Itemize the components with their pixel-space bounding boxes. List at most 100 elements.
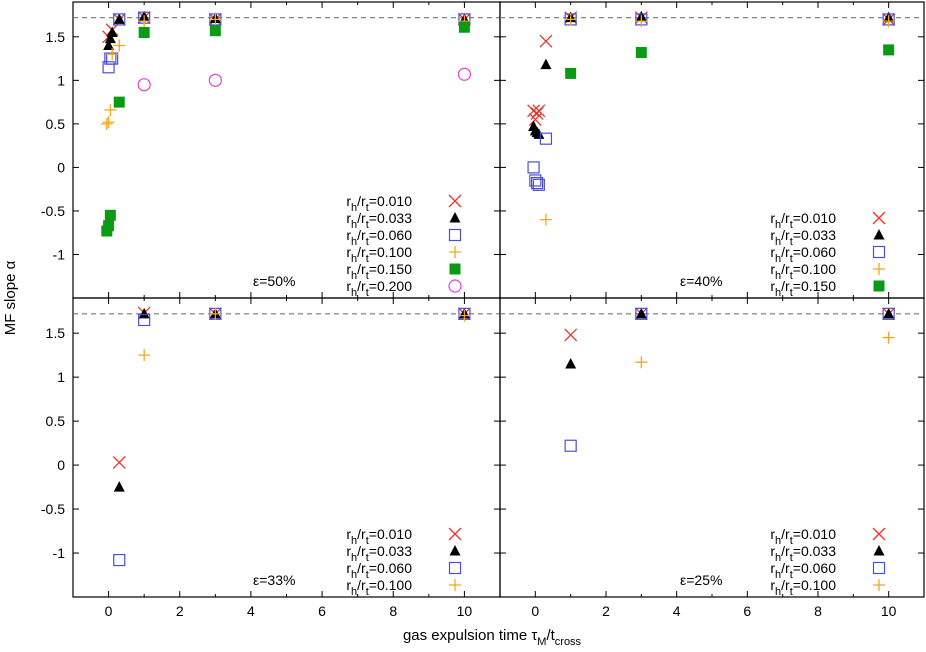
legend-slash: /r (357, 526, 366, 542)
legend-sub: h (775, 287, 781, 299)
legend-value: =0.033 (369, 543, 412, 559)
data-point (102, 116, 115, 129)
y-tick-label: 1.5 (46, 325, 66, 341)
legend-entry-label: rh/rt=0.060 (346, 227, 412, 248)
data-point (100, 117, 113, 130)
y-axis-label: MF slope α (2, 260, 19, 335)
legend-entry-label: rh/rt=0.033 (346, 210, 412, 231)
data-point (635, 307, 647, 319)
legend-sub: t (366, 586, 369, 598)
legend-sub: h (351, 253, 357, 265)
legend-sub: t (790, 586, 793, 598)
legend-slash: /r (781, 560, 790, 576)
legend-slash: /r (781, 210, 790, 226)
legend-slash: /r (357, 261, 366, 277)
legend-entry-label: rh/rt=0.010 (770, 210, 836, 231)
legend-r: r (346, 526, 351, 542)
data-point (104, 209, 116, 221)
data-point (883, 307, 895, 319)
legend-sub: h (351, 586, 357, 598)
x-label-main: gas expulsion time τ (403, 627, 537, 644)
legend-r: r (346, 227, 351, 243)
data-point (564, 13, 577, 26)
legend-sub: h (775, 270, 781, 282)
legend-slash: /r (781, 261, 790, 277)
legend-value: =0.100 (369, 244, 412, 260)
legend-value: =0.150 (793, 278, 836, 294)
data-point (635, 46, 647, 58)
legend-r: r (346, 543, 351, 559)
legend-r: r (770, 261, 775, 277)
legend-value: =0.033 (793, 543, 836, 559)
legend-sub: h (351, 219, 357, 231)
legend-marker (448, 561, 462, 575)
data-point (209, 25, 221, 37)
legend-sub: t (790, 535, 793, 547)
data-point (529, 174, 542, 187)
legend-slash: /r (357, 278, 366, 294)
x-label-sub: cross (555, 636, 582, 647)
data-point (113, 96, 125, 108)
x-tick-label: 6 (743, 603, 751, 619)
legend-entry-label: rh/rt=0.010 (346, 193, 412, 214)
legend-sub: h (351, 236, 357, 248)
legend-r: r (346, 577, 351, 593)
legend-sub: h (775, 219, 781, 231)
legend-entry-label: rh/rt=0.033 (770, 543, 836, 564)
data-point (138, 313, 151, 327)
y-tick-label: 0 (57, 159, 65, 175)
data-point (540, 58, 552, 70)
y-tick-label: 0.5 (46, 413, 66, 429)
panel-frame (72, 297, 501, 598)
panel-annotation: ε=33% (253, 572, 295, 588)
x-label-sub: M (537, 636, 546, 647)
panel-top-left: -1-0.500.511.5rh/rt=0.010rh/rt=0.033rh/r… (41, 1, 501, 299)
legend-marker (872, 245, 886, 259)
data-point (137, 78, 151, 92)
data-point (564, 328, 578, 342)
data-point (138, 15, 151, 28)
legend-entry-label: rh/rt=0.033 (770, 227, 836, 248)
legend-sub: t (366, 552, 369, 564)
panel-frame (72, 1, 501, 299)
x-tick-label: 6 (318, 603, 326, 619)
legend-slash: /r (781, 227, 790, 243)
legend-entry-label: rh/rt=0.100 (770, 577, 836, 598)
legend-value: =0.200 (369, 278, 412, 294)
legend-marker (873, 280, 885, 292)
y-tick-label: -0.5 (41, 501, 65, 517)
data-point (882, 15, 895, 28)
x-tick-label: 8 (389, 603, 397, 619)
y-tick-label: 1 (57, 72, 65, 88)
legend-slash: /r (781, 244, 790, 260)
legend-r: r (346, 244, 351, 260)
legend-entry-label: rh/rt=0.100 (770, 261, 836, 282)
legend-value: =0.010 (793, 210, 836, 226)
legend-value: =0.100 (369, 577, 412, 593)
legend-entry-label: rh/rt=0.060 (346, 560, 412, 581)
data-point (635, 15, 648, 28)
legend-r: r (770, 210, 775, 226)
legend-sub: t (366, 253, 369, 265)
data-point (532, 104, 546, 118)
legend-marker (872, 561, 886, 575)
legend-r: r (346, 261, 351, 277)
legend-slash: /r (357, 577, 366, 593)
legend-sub: t (790, 287, 793, 299)
legend-entry-label: rh/rt=0.033 (346, 543, 412, 564)
legend-entry-label: rh/rt=0.150 (770, 278, 836, 299)
y-tick-label: 1 (57, 369, 65, 385)
x-tick-label: 2 (602, 603, 610, 619)
data-point (530, 176, 544, 190)
data-point (106, 26, 118, 37)
y-tick-label: -0.5 (41, 203, 65, 219)
legend-marker (872, 527, 886, 541)
legend-sub: t (790, 253, 793, 265)
data-point (103, 39, 115, 51)
legend-slash: /r (781, 577, 790, 593)
legend-r: r (770, 227, 775, 243)
legend-sub: t (790, 219, 793, 231)
legend-value: =0.060 (369, 560, 412, 576)
